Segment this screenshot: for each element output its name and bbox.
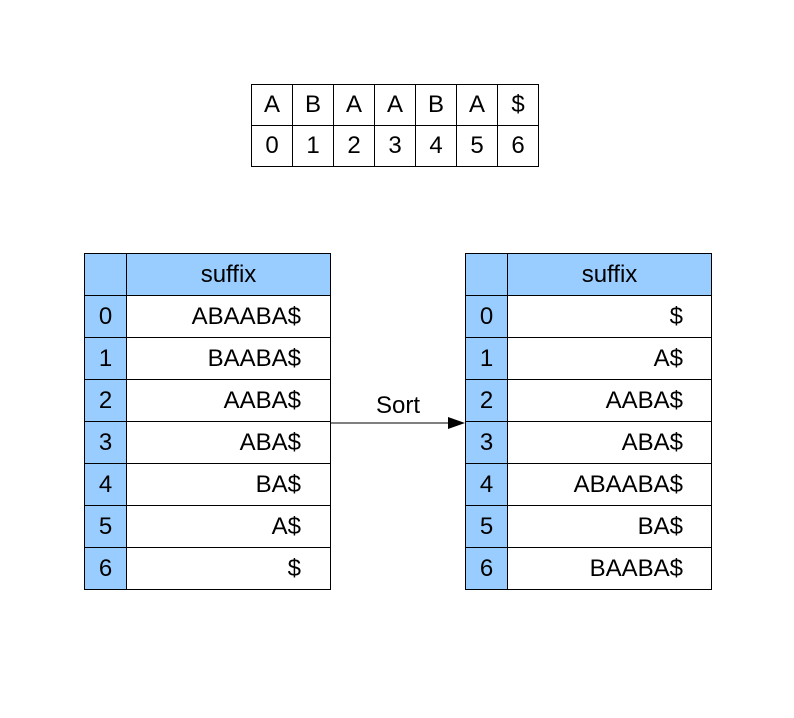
suffix-value: $ <box>507 295 712 338</box>
row-index: 1 <box>465 337 508 380</box>
unsorted-suffix-table: suffix 0 ABAABA$ 1 BAABA$ 2 AABA$ 3 ABA$… <box>84 253 331 590</box>
table-row: 5 BA$ <box>465 505 712 548</box>
string-index-cell: 0 <box>251 125 293 167</box>
suffix-value: AABA$ <box>126 379 331 422</box>
suffix-header: suffix <box>507 253 712 296</box>
suffix-value: AABA$ <box>507 379 712 422</box>
table-row: 1 BAABA$ <box>84 337 331 380</box>
string-char-cell: A <box>456 84 498 126</box>
string-char-cell: A <box>374 84 416 126</box>
suffix-value: BAABA$ <box>507 547 712 590</box>
string-index-cell: 2 <box>333 125 375 167</box>
table-row: 0 ABAABA$ <box>84 295 331 338</box>
table-row: 3 ABA$ <box>84 421 331 464</box>
row-index: 5 <box>84 505 127 548</box>
suffix-value: BA$ <box>126 463 331 506</box>
string-index-cell: 6 <box>497 125 539 167</box>
table-row: 4 ABAABA$ <box>465 463 712 506</box>
table-row: 6 $ <box>84 547 331 590</box>
sort-label: Sort <box>376 392 421 419</box>
sort-arrow <box>330 417 465 429</box>
table-header-row: suffix <box>465 253 712 296</box>
table-header-row: suffix <box>84 253 331 296</box>
row-index: 6 <box>465 547 508 590</box>
suffix-value: A$ <box>126 505 331 548</box>
suffix-value: BAABA$ <box>126 337 331 380</box>
suffix-value: ABA$ <box>126 421 331 464</box>
row-index: 5 <box>465 505 508 548</box>
table-row: 4 BA$ <box>84 463 331 506</box>
string-char-cell: A <box>333 84 375 126</box>
string-index-cell: 1 <box>292 125 334 167</box>
row-index: 2 <box>84 379 127 422</box>
row-index: 0 <box>84 295 127 338</box>
table-row: 2 AABA$ <box>465 379 712 422</box>
table-row: 1 A$ <box>465 337 712 380</box>
row-index: 1 <box>84 337 127 380</box>
row-index: 0 <box>465 295 508 338</box>
string-index-cell: 3 <box>374 125 416 167</box>
row-index: 3 <box>84 421 127 464</box>
suffix-value: BA$ <box>507 505 712 548</box>
header-corner-cell <box>84 253 127 296</box>
suffix-value: A$ <box>507 337 712 380</box>
table-row: 0 $ <box>465 295 712 338</box>
suffix-header: suffix <box>126 253 331 296</box>
string-char-cell: $ <box>497 84 539 126</box>
string-char-cell: A <box>251 84 293 126</box>
table-row: 3 ABA$ <box>465 421 712 464</box>
row-index: 3 <box>465 421 508 464</box>
string-index-cell: 5 <box>456 125 498 167</box>
suffix-value: ABAABA$ <box>507 463 712 506</box>
row-index: 4 <box>84 463 127 506</box>
suffix-value: ABA$ <box>507 421 712 464</box>
string-indices-row: 0 1 2 3 4 5 6 <box>251 125 539 167</box>
suffix-value: ABAABA$ <box>126 295 331 338</box>
row-index: 2 <box>465 379 508 422</box>
header-corner-cell <box>465 253 508 296</box>
sorted-suffix-table: suffix 0 $ 1 A$ 2 AABA$ 3 ABA$ 4 ABAABA$… <box>465 253 712 590</box>
string-chars-row: A B A A B A $ <box>251 84 539 126</box>
suffix-value: $ <box>126 547 331 590</box>
row-index: 6 <box>84 547 127 590</box>
row-index: 4 <box>465 463 508 506</box>
string-char-cell: B <box>415 84 457 126</box>
table-row: 2 AABA$ <box>84 379 331 422</box>
arrowhead-icon <box>448 417 465 429</box>
string-index-table: A B A A B A $ 0 1 2 3 4 5 6 <box>251 84 539 167</box>
string-char-cell: B <box>292 84 334 126</box>
table-row: 5 A$ <box>84 505 331 548</box>
table-row: 6 BAABA$ <box>465 547 712 590</box>
string-index-cell: 4 <box>415 125 457 167</box>
